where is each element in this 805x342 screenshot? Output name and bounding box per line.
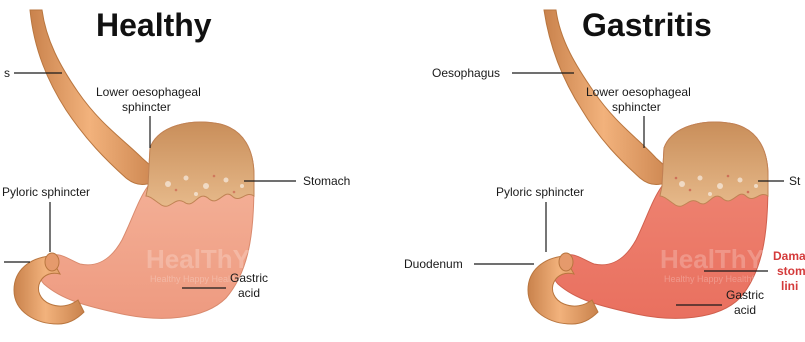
healthy-panel: Healthy HealThY Healthy Happy Healthful …	[2, 7, 350, 324]
gastritis-pyloric-ring	[559, 253, 573, 271]
healthy-pyloric-ring	[45, 253, 59, 271]
gastritis-oesophagus-label: Oesophagus	[432, 66, 500, 80]
gastritis-gastric-label-1: Gastric	[726, 288, 764, 302]
healthy-gastric-label-1: Gastric	[230, 271, 268, 285]
healthy-gastric-label-2: acid	[238, 286, 260, 300]
gastritis-pyloric-label: Pyloric sphincter	[496, 185, 584, 199]
gastritis-watermark-tagline: Healthy Happy Healthful Life	[664, 274, 778, 284]
gastritis-stomach-label: St	[789, 174, 801, 188]
gastritis-sphincter-label-1: Lower oesophageal	[586, 85, 691, 99]
gastritis-watermark: HealThY	[660, 244, 764, 274]
healthy-pyloric-label: Pyloric sphincter	[2, 185, 90, 199]
healthy-watermark: HealThY	[146, 244, 250, 274]
gastritis-duodenum-label: Duodenum	[404, 257, 463, 271]
gastritis-sphincter-label-2: sphincter	[612, 100, 661, 114]
healthy-title: Healthy	[96, 7, 212, 43]
healthy-stomach-label: Stomach	[303, 174, 350, 188]
healthy-sphincter-label-2: sphincter	[122, 100, 171, 114]
gastritis-title: Gastritis	[582, 7, 712, 43]
gastritis-damaged-label-2: stom	[777, 264, 805, 278]
healthy-sphincter-label-1: Lower oesophageal	[96, 85, 201, 99]
gastritis-gastric-label-2: acid	[734, 303, 756, 317]
healthy-oesophagus-label: s	[4, 66, 10, 80]
gastritis-damaged-label-1: Dama	[773, 249, 805, 263]
healthy-stomach-shape	[40, 122, 254, 318]
gastritis-damaged-label-3: lini	[781, 279, 798, 293]
gastritis-panel: Gastritis HealThY Healthy Happy Healthfu…	[404, 7, 805, 324]
